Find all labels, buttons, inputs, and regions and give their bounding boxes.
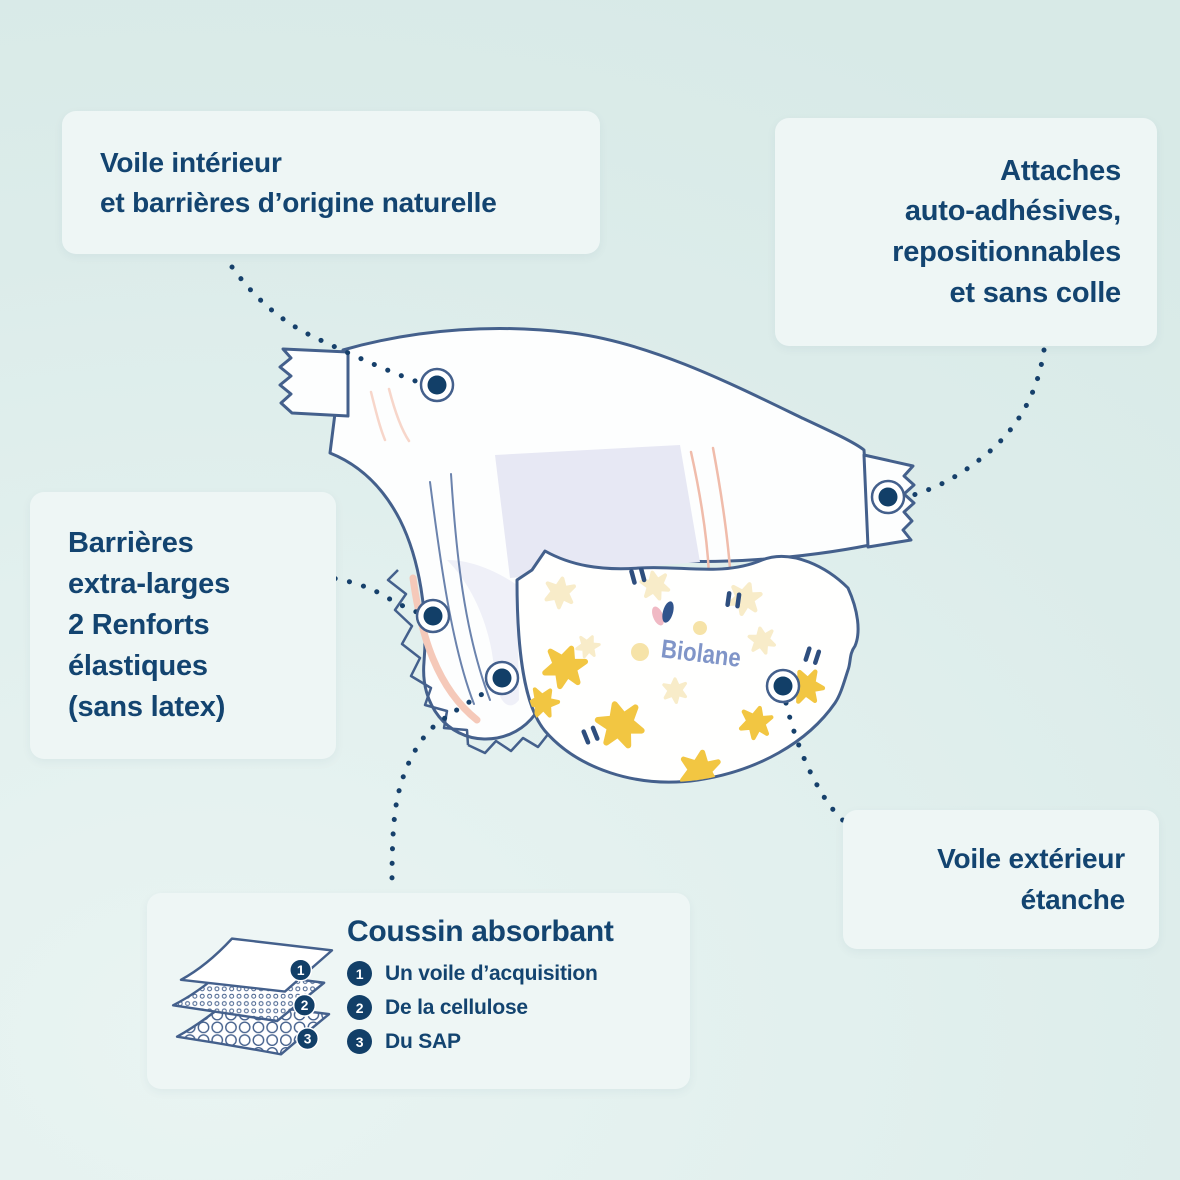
number-badge-icon: 3 bbox=[347, 1029, 372, 1054]
list-item: 1 Un voile d’acquisition bbox=[347, 961, 677, 986]
callout-barrieres: Barrières extra-larges 2 Renforts élasti… bbox=[30, 492, 336, 759]
callout-text-line: Voile intérieur bbox=[100, 146, 282, 178]
absorbent-layers-diagram: 1 2 3 bbox=[171, 937, 334, 1056]
marker-coussin bbox=[484, 660, 520, 696]
callout-text-line: extra-larges bbox=[68, 567, 231, 600]
marker-voile-interieur bbox=[419, 367, 455, 403]
callout-text-line: auto-adhésives, bbox=[904, 195, 1121, 228]
callout-attaches: Attaches auto-adhésives, repositionnable… bbox=[775, 118, 1157, 346]
list-item-label: Du SAP bbox=[385, 1029, 461, 1053]
coussin-list: 1 Un voile d’acquisition 2 De la cellulo… bbox=[347, 961, 677, 1054]
callout-text-line: Barrières bbox=[68, 526, 194, 559]
list-item-label: De la cellulose bbox=[385, 995, 528, 1019]
number-badge-icon: 2 bbox=[347, 995, 372, 1020]
layer-badge-3: 3 bbox=[304, 1032, 312, 1047]
feature-markers bbox=[415, 367, 906, 704]
callout-text-line: et sans colle bbox=[949, 276, 1122, 309]
connector-coussin bbox=[389, 684, 497, 891]
callout-text-line: étanche bbox=[1020, 883, 1126, 915]
list-item: 3 Du SAP bbox=[347, 1029, 677, 1054]
layer-badge-2: 2 bbox=[301, 998, 309, 1013]
list-item: 2 De la cellulose bbox=[347, 995, 677, 1020]
logo-leaf-pink bbox=[652, 606, 664, 626]
callout-text-line: et barrières d’origine naturelle bbox=[100, 186, 497, 218]
elastic-line bbox=[689, 450, 711, 576]
elastic-line bbox=[387, 387, 411, 443]
leg-cuff-ruffle bbox=[386, 569, 470, 746]
callout-voile-interieur: Voile intérieur et barrières d’origine n… bbox=[62, 111, 600, 254]
callout-coussin-absorbant: 1 2 3 Coussin absorbant 1 Un voile d’acq… bbox=[147, 893, 690, 1089]
coussin-title: Coussin absorbant bbox=[347, 915, 614, 948]
callout-text-line: Voile extérieur bbox=[937, 842, 1125, 874]
marker-attaches bbox=[870, 479, 906, 515]
number-badge-icon: 1 bbox=[347, 961, 372, 986]
layer-number-badges: 1 2 3 bbox=[289, 958, 319, 1051]
diaper-tab-left bbox=[278, 347, 350, 418]
cuff-elastic-band bbox=[409, 574, 481, 724]
list-item-label: Un voile d’acquisition bbox=[385, 961, 598, 985]
callout-voile-exterieur: Voile extérieur étanche bbox=[843, 810, 1159, 949]
elastic-line bbox=[369, 390, 387, 442]
callout-text-line: Attaches bbox=[1000, 154, 1121, 187]
absorbent-pad-shape bbox=[495, 445, 700, 578]
marker-barrieres bbox=[415, 598, 451, 634]
cuff-seam bbox=[429, 481, 475, 705]
connector-attaches bbox=[907, 347, 1047, 499]
callout-text-line: 2 Renforts bbox=[68, 608, 210, 641]
callout-text-line: élastiques bbox=[68, 650, 208, 683]
front-panel-pattern: Biolane bbox=[523, 566, 826, 792]
marker-voile-exterieur bbox=[765, 668, 801, 704]
callout-text-line: repositionnables bbox=[892, 236, 1121, 268]
cuff-seam bbox=[450, 473, 491, 701]
logo-leaf-navy bbox=[662, 601, 674, 623]
layer-badge-1: 1 bbox=[297, 963, 305, 978]
callout-text-line: (sans latex) bbox=[68, 691, 226, 724]
